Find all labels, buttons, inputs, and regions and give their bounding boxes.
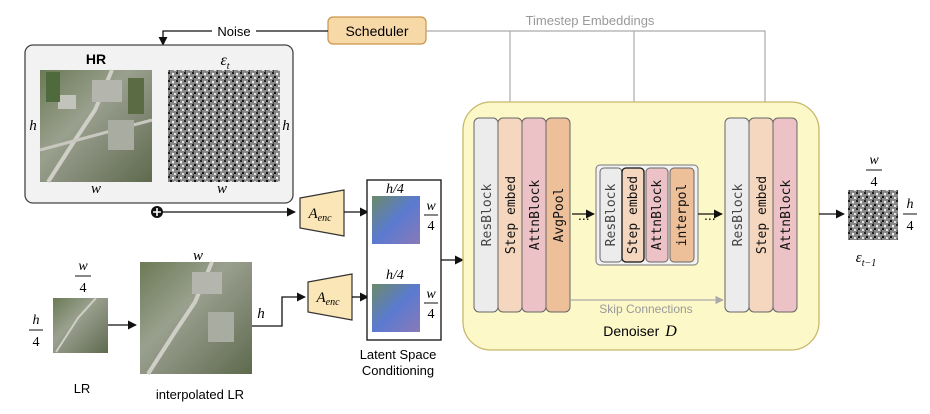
lr-w-num: w [78,259,88,274]
skip-label: Skip Connections [599,302,692,316]
timestep-label: Timestep Embeddings [526,13,655,28]
mid-interpol [669,167,695,263]
mid-attnblock [645,167,669,263]
scheduler-box: Scheduler [327,16,427,45]
out-h-num: h [907,197,914,212]
latent-h-bottom: h/4 [386,268,404,283]
left-avgpool [545,117,571,313]
latent-box: h/4 w 4 h/4 w 4 [366,179,442,341]
mid-interpol-label: interpol [675,184,690,247]
right-resblock-label: ResBlock [731,184,746,247]
lr-w-den: 4 [80,281,87,296]
right-dots: ... [704,207,716,223]
left-resblock-label: ResBlock [480,184,495,247]
encoder-top: Aenc [299,189,345,237]
interp-caption: interpolated LR [156,387,244,402]
plus-icon [151,206,163,218]
latent-caption-2: Conditioning [362,363,434,378]
left-stepembed-label: Step embed [504,176,519,254]
eps-t-title: εt [220,52,229,72]
right-attnblock-label: AttnBlock [779,180,794,251]
scheduler-label: Scheduler [345,23,408,39]
latent-w-top-num: w [426,199,436,214]
latent-w-bottom-num: w [426,287,436,302]
left-dots: ... [578,207,590,223]
latent-w-top-den: 4 [428,219,435,234]
lr-caption: LR [74,381,91,396]
left-attnblock-label: AttnBlock [528,180,543,251]
hr-h-label: h [29,118,37,134]
latent-caption-1: Latent Space [360,347,437,362]
interp-h-label: h [257,306,265,322]
encoder-bottom: Aenc [307,273,353,321]
latent-w-bottom-den: 4 [428,307,435,322]
right-attnblock [772,117,798,313]
lr-h-den: 4 [33,335,40,350]
lr-h-num: h [33,313,40,328]
out-w-den: 4 [871,175,878,190]
out-w-num: w [869,153,879,168]
mid-block-stack: ResBlock Step embed AttnBlock interpol [595,164,699,266]
lr-group: w 4 h 4 LR [29,259,108,396]
eps-t-image [168,70,280,182]
output-noise-image [848,190,898,240]
svg-text:Aenc: Aenc [307,206,332,224]
interp-w-label: w [193,248,203,264]
noise-label: Noise [217,24,250,39]
latent-image-bottom [372,284,420,332]
mid-stepembed [621,167,645,263]
hr-w-label: w [91,181,101,197]
mid-attnblock-label: AttnBlock [650,180,665,251]
hr-panel: HR εt h w h w [24,44,294,204]
noise-arrow [158,30,328,46]
left-avgpool-label: AvgPool [552,188,567,243]
latent-image-top [372,196,420,244]
latent-h-top: h/4 [386,182,404,197]
right-stepembed-label: Step embed [755,176,770,254]
interp-group: w h interpolated LR [140,248,265,402]
mid-resblock-label: ResBlock [604,184,619,247]
output-group: w 4 h 4 εt−1 [848,153,917,269]
hr-title: HR [86,51,106,67]
eps-w-label: w [217,181,227,197]
hr-image [39,69,153,184]
eps-h-label: h [282,118,290,134]
right-block-stack: ResBlock Step embed AttnBlock [724,117,798,313]
interp-to-encoder-arrow [252,292,306,327]
mid-stepembed-label: Step embed [626,176,641,254]
left-block-stack: ResBlock Step embed AttnBlock AvgPool [473,117,571,313]
svg-text:Aenc: Aenc [315,290,340,308]
out-eps-label: εt−1 [856,250,876,269]
out-h-den: 4 [907,219,914,234]
